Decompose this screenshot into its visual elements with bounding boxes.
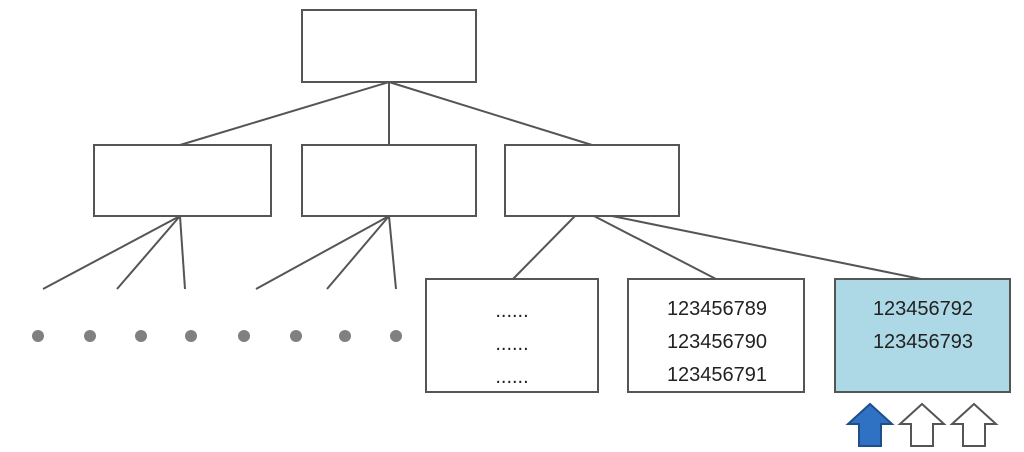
cursor-arrow-icon [949, 402, 999, 447]
leaf-node-ellipsis: ...... ...... ...... [425, 278, 599, 393]
edge-left-2 [116, 215, 181, 290]
active-cursor-arrow-icon [845, 402, 895, 447]
elided-leaves-dots [32, 330, 402, 342]
edge-left-3 [179, 215, 186, 290]
partial-edges [42, 215, 397, 290]
cursor-arrow-icon [897, 402, 947, 447]
internal-node-left [93, 144, 272, 217]
edge-right-to-highlighted-leaf [611, 215, 922, 280]
cursor-arrows [845, 402, 999, 447]
dot [135, 330, 147, 342]
edge-right-to-ellipsis-leaf [512, 215, 576, 280]
leaf-line: 123456792 [873, 298, 973, 320]
leaf-node-highlighted: 123456792 123456793 [834, 278, 1011, 393]
leaf-line: 123456789 [667, 298, 767, 320]
leaf-line: 123456793 [873, 331, 973, 353]
edge-middle-2 [326, 215, 390, 290]
leaf-line: 123456791 [667, 364, 767, 386]
leaf-line: 123456790 [667, 331, 767, 353]
dot [290, 330, 302, 342]
edge-right-to-middle-leaf [593, 215, 717, 280]
dot [238, 330, 250, 342]
edge-middle-3 [388, 215, 397, 290]
edge-root-left [179, 81, 390, 146]
leaf-node-middle: 123456789 123456790 123456791 [627, 278, 805, 393]
dot [84, 330, 96, 342]
edge-left-1 [42, 215, 181, 290]
edge-middle-1 [255, 215, 390, 290]
dot [339, 330, 351, 342]
dot [185, 330, 197, 342]
root-edges [179, 81, 593, 146]
dot [32, 330, 44, 342]
root-node [301, 9, 477, 83]
edge-root-right [388, 81, 593, 146]
leaf-line: ...... [495, 366, 528, 388]
leaf-line: ...... [495, 300, 528, 322]
internal-node-right [504, 144, 680, 217]
dot [390, 330, 402, 342]
leaf-line: ...... [495, 333, 528, 355]
internal-node-middle [301, 144, 477, 217]
leaf-edges [512, 215, 922, 280]
